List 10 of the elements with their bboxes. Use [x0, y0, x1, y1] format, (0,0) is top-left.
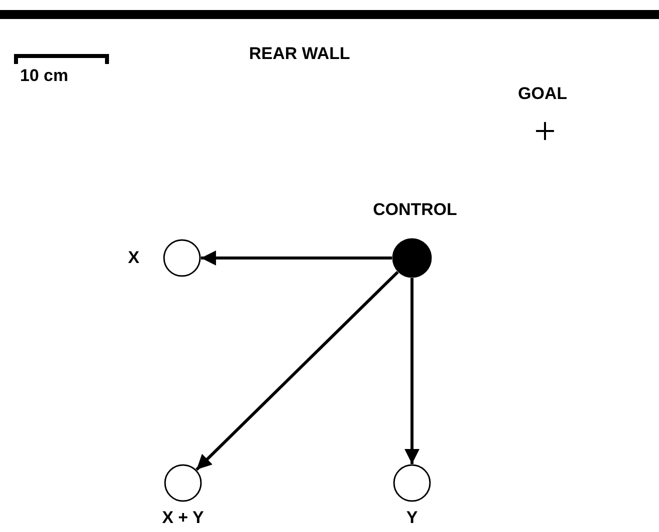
area-label: GOAL: [518, 84, 568, 104]
area-label: REAR WALL: [249, 44, 350, 64]
position-label: CONTROL: [372, 200, 458, 220]
scale-label: 10 cm: [20, 66, 68, 86]
arrow: [404, 278, 420, 464]
position-label: X: [128, 248, 140, 268]
arrow: [196, 270, 399, 471]
position-label: X + Y: [161, 508, 205, 528]
arrow: [201, 250, 392, 266]
position-label: Y: [405, 508, 419, 528]
